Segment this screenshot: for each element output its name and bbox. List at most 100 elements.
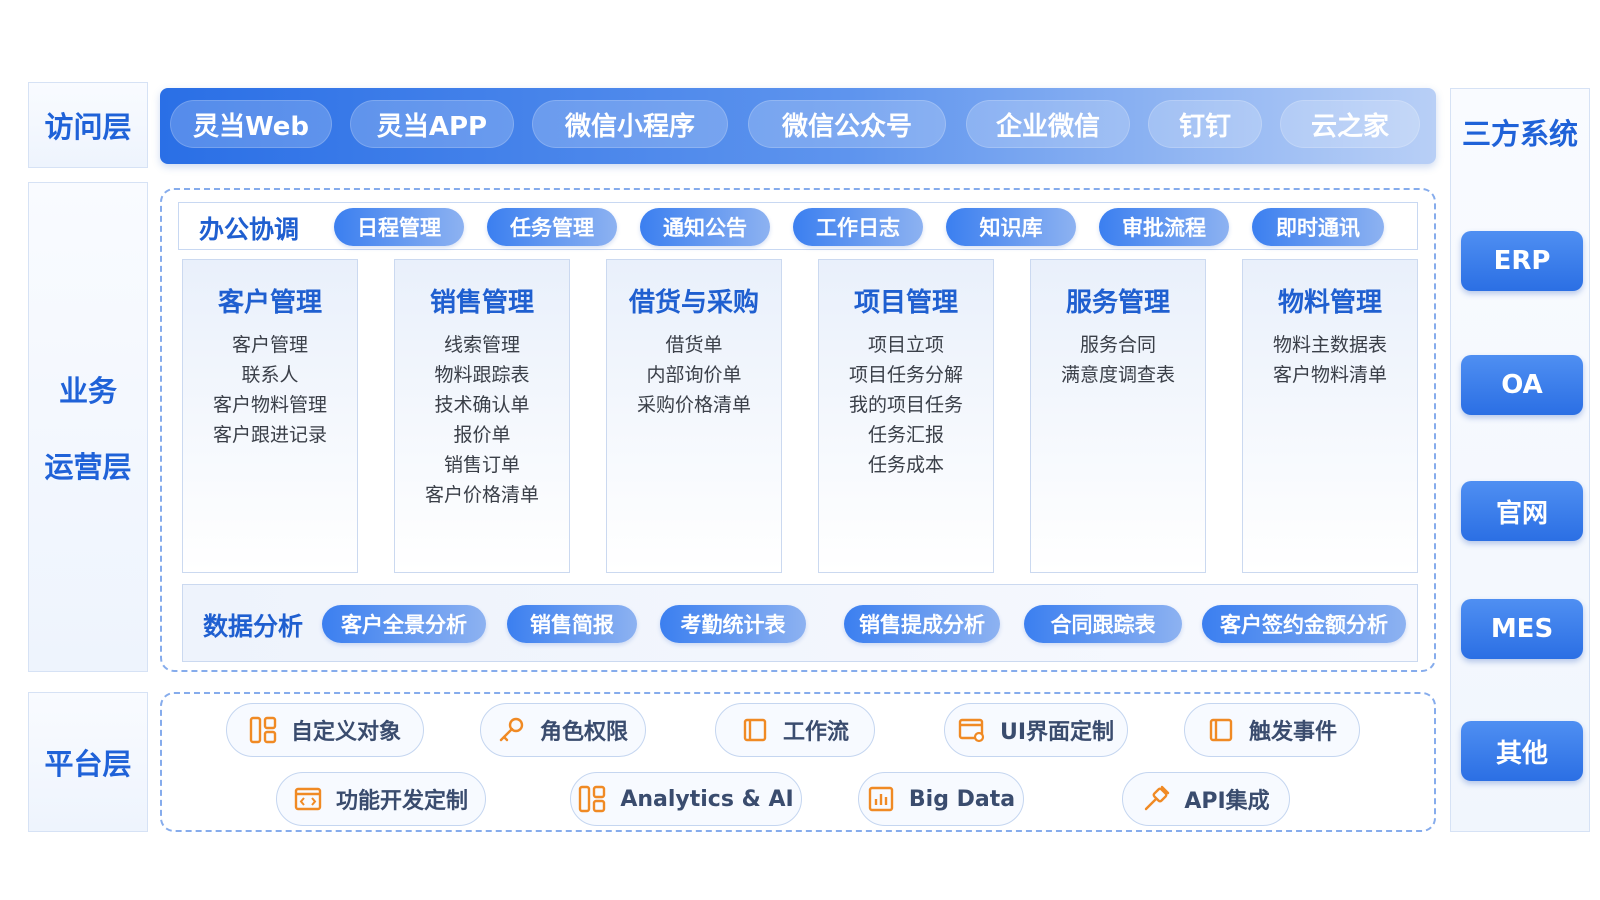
module-item[interactable]: 借货单 xyxy=(665,334,723,356)
office-item-notice[interactable]: 通知公告 xyxy=(640,208,770,246)
analysis-item-attendance[interactable]: 考勤统计表 xyxy=(660,605,806,643)
office-item-task[interactable]: 任务管理 xyxy=(487,208,617,246)
module-item[interactable]: 线索管理 xyxy=(443,334,520,356)
business-layer-label: 业务 运营层 xyxy=(28,182,148,672)
module-material[interactable]: 物料管理 物料主数据表 客户物料清单 xyxy=(1242,259,1418,573)
office-item-approval[interactable]: 审批流程 xyxy=(1099,208,1229,246)
channel-wecom[interactable]: 企业微信 xyxy=(966,100,1130,148)
channel-app[interactable]: 灵当APP xyxy=(350,100,514,148)
channel-label: 微信小程序 xyxy=(564,111,695,142)
platform-analytics-ai[interactable]: Analytics & AI xyxy=(570,772,802,826)
module-service[interactable]: 服务管理 服务合同 满意度调查表 xyxy=(1030,259,1206,573)
module-item[interactable]: 销售订单 xyxy=(443,454,520,476)
module-item[interactable]: 项目任务分解 xyxy=(848,364,963,386)
module-sales[interactable]: 销售管理 线索管理 物料跟踪表 技术确认单 报价单 销售订单 客户价格清单 xyxy=(394,259,570,573)
third-party-label: 官网 xyxy=(1495,498,1548,529)
channel-yunzhijia[interactable]: 云之家 xyxy=(1280,100,1420,148)
channel-mini-program[interactable]: 微信小程序 xyxy=(532,100,728,148)
module-item[interactable]: 物料主数据表 xyxy=(1272,334,1387,356)
module-item[interactable]: 任务成本 xyxy=(867,454,944,476)
module-customer[interactable]: 客户管理 客户管理 联系人 客户物料管理 客户跟进记录 xyxy=(182,259,358,573)
channel-dingtalk[interactable]: 钉钉 xyxy=(1148,100,1262,148)
bar-chart-icon xyxy=(868,786,894,812)
plug-icon xyxy=(1145,785,1170,811)
third-party-label: MES xyxy=(1490,614,1554,644)
access-layer-text: 访问层 xyxy=(44,110,132,144)
analysis-item-commission[interactable]: 销售提成分析 xyxy=(844,605,1000,643)
third-party-title: 三方系统 xyxy=(1461,117,1578,151)
data-analysis-row: 数据分析 客户全景分析 销售简报 考勤统计表 销售提成分析 合同跟踪表 客户签约… xyxy=(182,584,1418,662)
pill-label: 考勤统计表 xyxy=(680,613,786,637)
analysis-item-contract-tracking[interactable]: 合同跟踪表 xyxy=(1024,605,1182,643)
access-layer-label: 访问层 xyxy=(28,82,148,168)
platform-ui-customization[interactable]: UI界面定制 xyxy=(944,703,1128,757)
analysis-item-customer-overview[interactable]: 客户全景分析 xyxy=(322,605,486,643)
module-item[interactable]: 物料跟踪表 xyxy=(434,364,530,386)
platform-label: 触发事件 xyxy=(1248,720,1337,745)
channel-official-account[interactable]: 微信公众号 xyxy=(748,100,946,148)
pill-label: 日程管理 xyxy=(357,216,441,240)
office-item-knowledge[interactable]: 知识库 xyxy=(946,208,1076,246)
channel-label: 企业微信 xyxy=(995,111,1100,142)
platform-custom-object[interactable]: 自定义对象 xyxy=(226,703,424,757)
business-layer-frame xyxy=(160,188,1436,672)
module-item[interactable]: 客户跟进记录 xyxy=(212,424,327,446)
platform-api-integration[interactable]: API集成 xyxy=(1122,772,1290,826)
platform-label: UI界面定制 xyxy=(999,720,1115,745)
module-item[interactable]: 满意度调查表 xyxy=(1060,364,1175,386)
office-item-worklog[interactable]: 工作日志 xyxy=(793,208,923,246)
module-item[interactable]: 客户物料清单 xyxy=(1272,364,1387,386)
module-borrow-purchase[interactable]: 借货与采购 借货单 内部询价单 采购价格清单 xyxy=(606,259,782,573)
module-item[interactable]: 客户价格清单 xyxy=(424,484,539,506)
module-item[interactable]: 客户管理 xyxy=(231,334,308,356)
channel-label: 灵当Web xyxy=(193,111,309,142)
module-title: 服务管理 xyxy=(1065,288,1170,318)
module-item[interactable]: 联系人 xyxy=(241,364,299,386)
platform-role-permission[interactable]: 角色权限 xyxy=(480,703,646,757)
platform-workflow[interactable]: 工作流 xyxy=(715,703,875,757)
business-layer-text-1: 业务 xyxy=(58,374,117,408)
module-item[interactable]: 采购价格清单 xyxy=(636,394,751,416)
platform-big-data[interactable]: Big Data xyxy=(858,772,1024,826)
module-item[interactable]: 内部询价单 xyxy=(646,364,742,386)
module-item[interactable]: 项目立项 xyxy=(867,334,944,356)
module-item[interactable]: 我的项目任务 xyxy=(848,394,963,416)
module-item[interactable]: 任务汇报 xyxy=(867,424,944,446)
module-title: 借货与采购 xyxy=(628,288,759,318)
office-item-im[interactable]: 即时通讯 xyxy=(1252,208,1384,246)
platform-layer-label: 平台层 xyxy=(28,692,148,832)
pill-label: 通知公告 xyxy=(663,216,747,240)
platform-layer-frame xyxy=(160,692,1436,832)
window-gear-icon xyxy=(958,718,985,743)
third-party-other[interactable]: 其他 xyxy=(1461,721,1583,781)
module-item[interactable]: 报价单 xyxy=(453,424,511,446)
channel-label: 钉钉 xyxy=(1178,111,1231,142)
business-layer-text-2: 运营层 xyxy=(44,450,132,484)
platform-label: 自定义对象 xyxy=(290,720,401,745)
third-party-erp[interactable]: ERP xyxy=(1461,231,1583,291)
third-party-oa[interactable]: OA xyxy=(1461,355,1583,415)
pill-label: 工作日志 xyxy=(816,216,900,240)
platform-label: 角色权限 xyxy=(539,720,628,745)
channel-label: 云之家 xyxy=(1310,111,1389,142)
platform-trigger-event[interactable]: 触发事件 xyxy=(1184,703,1360,757)
code-window-icon xyxy=(294,787,322,811)
module-title: 项目管理 xyxy=(853,288,958,318)
scroll-icon xyxy=(743,718,767,742)
platform-feature-dev[interactable]: 功能开发定制 xyxy=(276,772,486,826)
access-channel-bar: 灵当Web 灵当APP 微信小程序 微信公众号 企业微信 钉钉 云之家 xyxy=(160,88,1436,164)
analysis-item-signing-amount[interactable]: 客户签约金额分析 xyxy=(1202,605,1406,643)
module-project[interactable]: 项目管理 项目立项 项目任务分解 我的项目任务 任务汇报 任务成本 xyxy=(818,259,994,573)
module-title: 销售管理 xyxy=(429,288,534,318)
office-coordination-row: 办公协调 日程管理 任务管理 通知公告 工作日志 知识库 审批流程 即时通讯 xyxy=(178,202,1418,250)
module-title: 物料管理 xyxy=(1277,288,1382,318)
analysis-item-sales-brief[interactable]: 销售简报 xyxy=(507,605,637,643)
third-party-mes[interactable]: MES xyxy=(1461,599,1583,659)
office-item-schedule[interactable]: 日程管理 xyxy=(334,208,464,246)
pill-label: 销售提成分析 xyxy=(859,613,985,637)
module-item[interactable]: 服务合同 xyxy=(1079,334,1156,356)
module-item[interactable]: 技术确认单 xyxy=(434,394,530,416)
channel-web[interactable]: 灵当Web xyxy=(170,100,332,148)
third-party-website[interactable]: 官网 xyxy=(1461,481,1583,541)
module-item[interactable]: 客户物料管理 xyxy=(212,394,327,416)
